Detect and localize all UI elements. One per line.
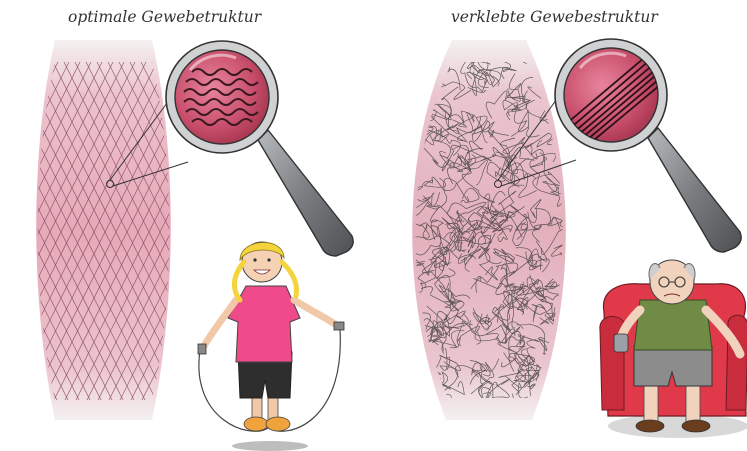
magnifier-handle xyxy=(258,130,353,256)
magnifier-right xyxy=(555,39,741,252)
magnifier-lens xyxy=(175,50,269,144)
adhered-tissue-body xyxy=(412,40,566,420)
magnifier-left xyxy=(166,41,353,256)
old-man-armchair xyxy=(600,260,747,438)
magnifier-handle xyxy=(648,128,741,252)
girl-skipping-rope xyxy=(198,242,344,451)
